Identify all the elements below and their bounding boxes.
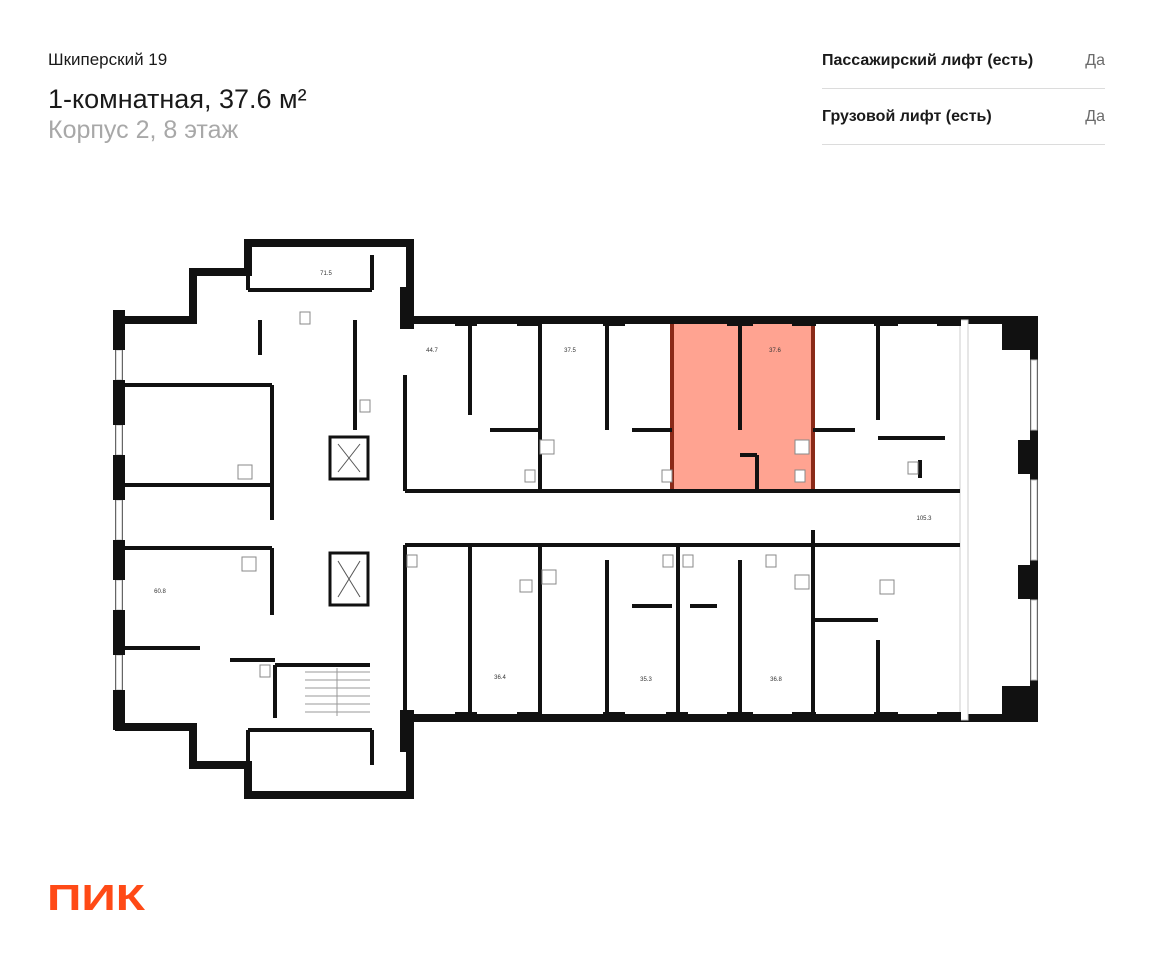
- window-piers: [113, 287, 1036, 752]
- interior-walls: [119, 243, 960, 795]
- apartment-area-label: 44.7: [426, 348, 438, 354]
- feature-value: Да: [1085, 51, 1105, 69]
- feature-name: Пассажирский лифт (есть): [822, 51, 1034, 69]
- apartment-area-label: 60.8: [154, 589, 166, 595]
- fixtures: [237, 311, 919, 678]
- apartment-area-label: 36.4: [494, 675, 506, 681]
- apartment-area-label: 105.3: [916, 516, 932, 522]
- apartment-area-label: 37.5: [564, 348, 576, 354]
- apartment-area-label: 36.8: [770, 677, 782, 683]
- logo-text: ПИК: [47, 880, 146, 914]
- building-floor: Корпус 2, 8 этаж: [48, 116, 239, 144]
- feature-row-freight-lift: Грузовой лифт (есть) Да: [822, 89, 1105, 145]
- feature-name: Грузовой лифт (есть): [822, 107, 992, 125]
- selected-apartment-highlight[interactable]: [672, 318, 813, 491]
- project-name: Шкиперский 19: [48, 50, 168, 69]
- apartment-labels: 71.5 44.7 37.5 37.6 105.3 60.8 36.4 35.3…: [154, 271, 932, 683]
- features-list: Пассажирский лифт (есть) Да Грузовой лиф…: [822, 33, 1105, 145]
- floor-plan: 71.5 44.7 37.5 37.6 105.3 60.8 36.4 35.3…: [113, 239, 1038, 799]
- apartment-area-label: 37.6: [769, 348, 781, 354]
- feature-row-passenger-lift: Пассажирский лифт (есть) Да: [822, 33, 1105, 89]
- apartment-area-label: 71.5: [320, 271, 332, 277]
- feature-value: Да: [1085, 107, 1105, 125]
- building-core: [305, 435, 370, 716]
- pik-logo: ПИК: [47, 880, 146, 914]
- apartment-title: 1-комнатная, 37.6 м²: [48, 84, 307, 114]
- apartment-area-label: 35.3: [640, 677, 652, 683]
